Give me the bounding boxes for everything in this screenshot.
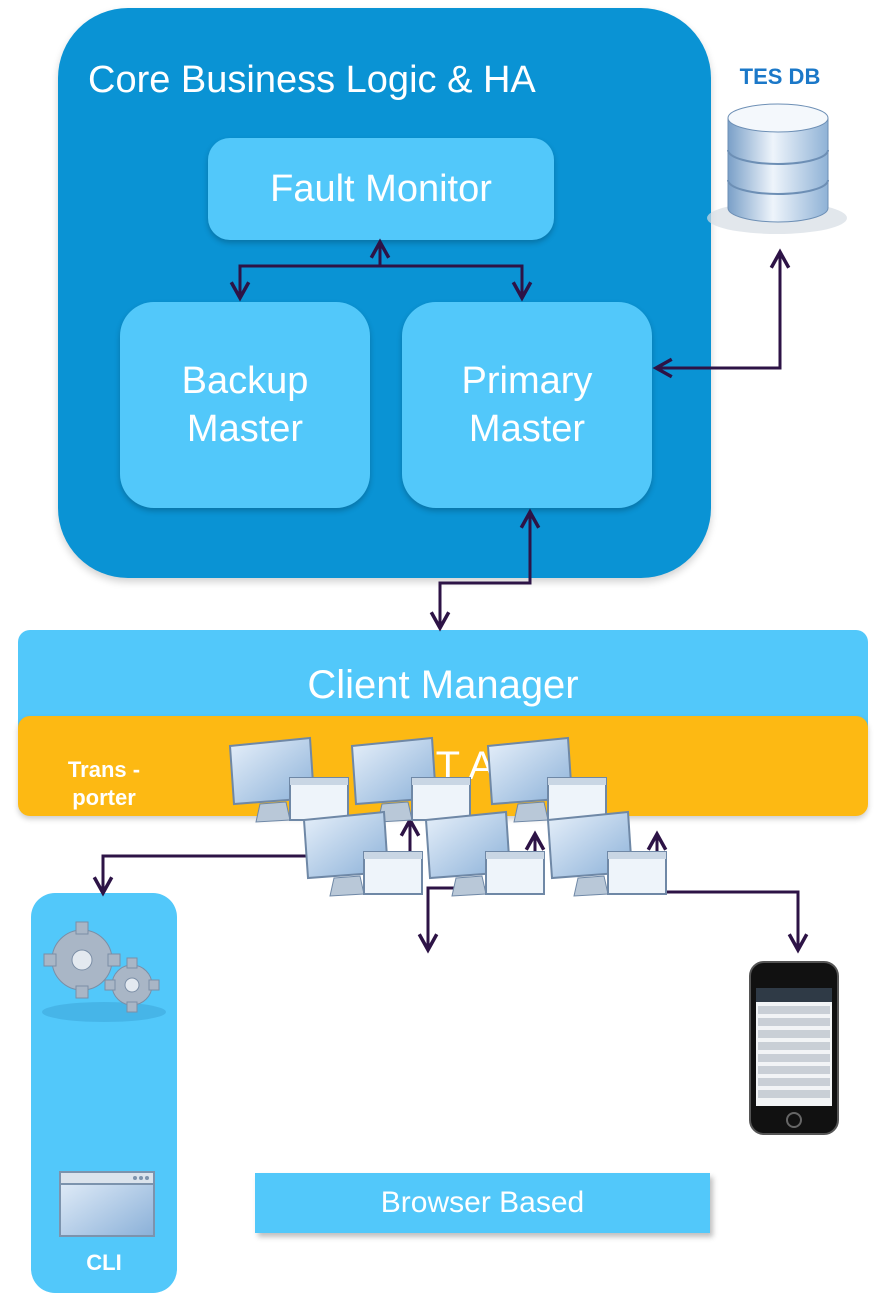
arrow-rest-mobile	[657, 834, 798, 950]
monitor-icon	[228, 736, 349, 823]
core-title: Core Business Logic & HA	[88, 59, 536, 101]
fault-monitor-box: Fault Monitor	[208, 138, 554, 240]
database-icon	[707, 103, 847, 234]
arrow-primary-db	[656, 252, 780, 368]
monitor-icon	[350, 736, 471, 823]
monitor-icon	[424, 810, 545, 897]
monitor-icon	[546, 810, 667, 897]
transporter-label: Trans - porter	[67, 757, 141, 810]
primary-master-box: Primary Master	[402, 302, 652, 508]
arrow-to-backup	[240, 264, 380, 298]
browser-based-bar: Browser Based	[255, 1173, 710, 1233]
connector-arrows	[103, 242, 798, 950]
backup-master-box: Backup Master	[120, 302, 370, 508]
monitor-icon-group	[228, 736, 667, 897]
smartphone-icon	[749, 961, 839, 1135]
monitor-icon	[302, 810, 423, 897]
monitor-icon	[486, 736, 607, 823]
cli-window-icon	[59, 1171, 155, 1237]
arrow-to-primary	[380, 264, 522, 298]
cli-label: CLI	[86, 1250, 122, 1275]
arrow-rest-transporter	[103, 820, 410, 893]
arrow-primary-client	[440, 512, 530, 628]
gears-icon	[42, 921, 166, 1022]
tes-db-label: TES DB	[739, 64, 821, 89]
